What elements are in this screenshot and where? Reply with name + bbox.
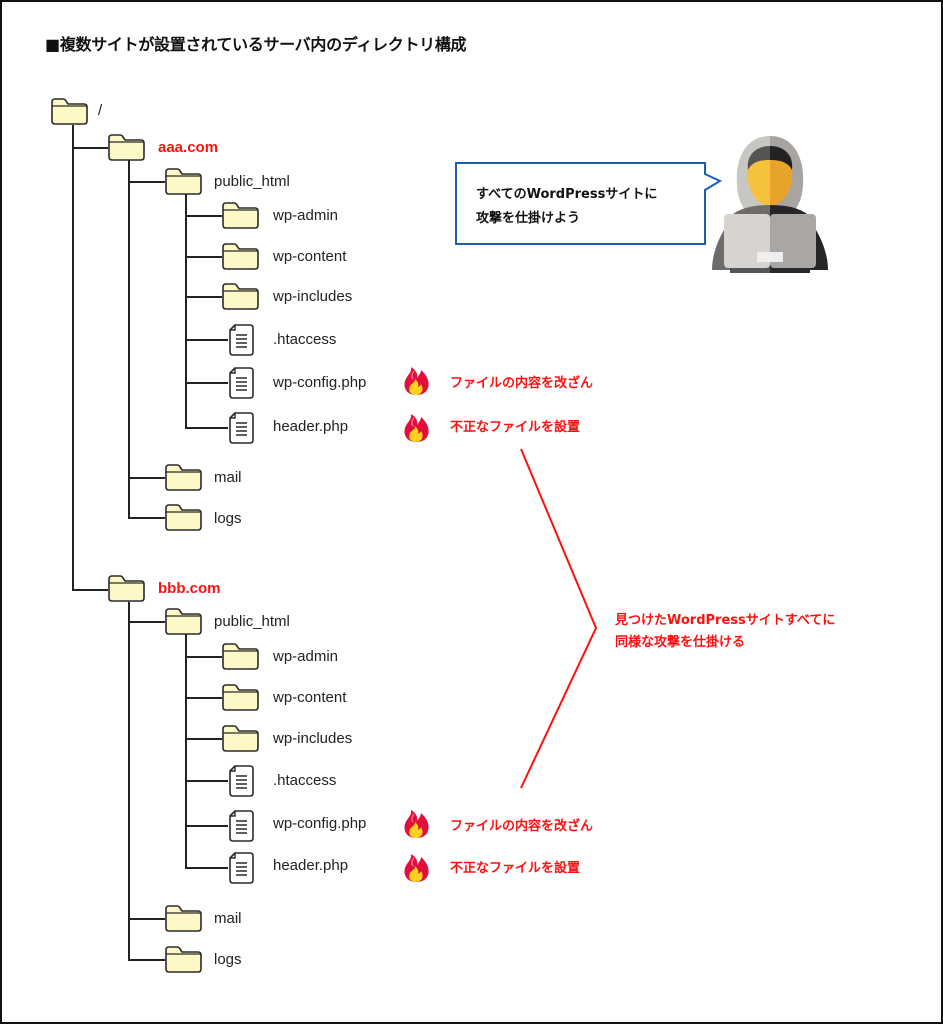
folder-label-wp-admin: wp-admin [273,207,339,224]
folder-icon-wp-includes [222,283,259,310]
folder-label-wp-includes: wp-includes [273,730,353,747]
file-icon-header [229,852,254,884]
folder-icon-aaa [108,134,145,161]
folder-label-logs: logs [214,951,242,968]
folder-label-wp-content: wp-content [273,248,347,265]
speech-line-1: すべてのWordPressサイトに [476,187,658,202]
folder-label-wp-admin: wp-admin [273,648,339,665]
speech-line-2: 攻撃を仕掛けよう [476,211,581,226]
folder-icon-logs [165,946,202,973]
attack-note-header: 不正なファイルを設置 [450,861,581,876]
flame-icon [403,853,430,883]
bracket-line [520,448,598,789]
folder-label-logs: logs [214,510,242,527]
folder-icon-wp-admin [222,202,259,229]
folder-icon-wp-content [222,684,259,711]
file-icon-wp-config [229,367,254,399]
summary-line-1: 見つけたWordPressサイトすべてに [615,613,836,628]
file-label-header: header.php [273,418,349,435]
summary-line-2: 同様な攻撃を仕掛ける [615,635,746,650]
file-icon-htaccess [229,324,254,356]
file-icon-header [229,412,254,444]
folder-icon-mail [165,464,202,491]
summary-note: 見つけたWordPressサイトすべてに 同様な攻撃を仕掛ける [615,610,835,654]
file-label-wp-config: wp-config.php [273,815,367,832]
folder-icon-mail [165,905,202,932]
folder-icon-bbb [108,575,145,602]
file-icon-wp-config [229,810,254,842]
file-label-htaccess: .htaccess [273,772,337,789]
folder-label-wp-includes: wp-includes [273,288,353,305]
folder-label-root: / [98,102,103,119]
folder-icon-public-html [165,608,202,635]
folder-label-public-html: public_html [214,613,290,630]
flame-icon [403,809,430,839]
folder-icon-wp-content [222,243,259,270]
folder-icon-wp-includes [222,725,259,752]
site-label-aaa: aaa.com [158,139,219,156]
attack-note-wp-config: ファイルの内容を改ざん [450,819,594,834]
folder-label-mail: mail [214,910,242,927]
file-label-header: header.php [273,857,349,874]
diagram-title: ■複数サイトが設置されているサーバ内のディレクトリ構成 [45,35,467,54]
folder-label-wp-content: wp-content [273,689,347,706]
file-label-htaccess: .htaccess [273,331,337,348]
folder-icon-logs [165,504,202,531]
folder-icon-wp-admin [222,643,259,670]
file-icon-htaccess [229,765,254,797]
folder-label-mail: mail [214,469,242,486]
folder-label-public-html: public_html [214,173,290,190]
folder-icon-root [51,98,88,125]
attack-note-header: 不正なファイルを設置 [450,420,581,435]
file-label-wp-config: wp-config.php [273,374,367,391]
speech-bubble-text: すべてのWordPressサイトに 攻撃を仕掛けよう [476,183,657,231]
hacker-icon [712,136,828,273]
site-label-bbb: bbb.com [158,580,221,597]
attack-note-wp-config: ファイルの内容を改ざん [450,376,594,391]
speech-bubble [455,162,723,245]
flame-icon [403,413,430,443]
flame-icon [403,366,430,396]
folder-icon-public-html [165,168,202,195]
